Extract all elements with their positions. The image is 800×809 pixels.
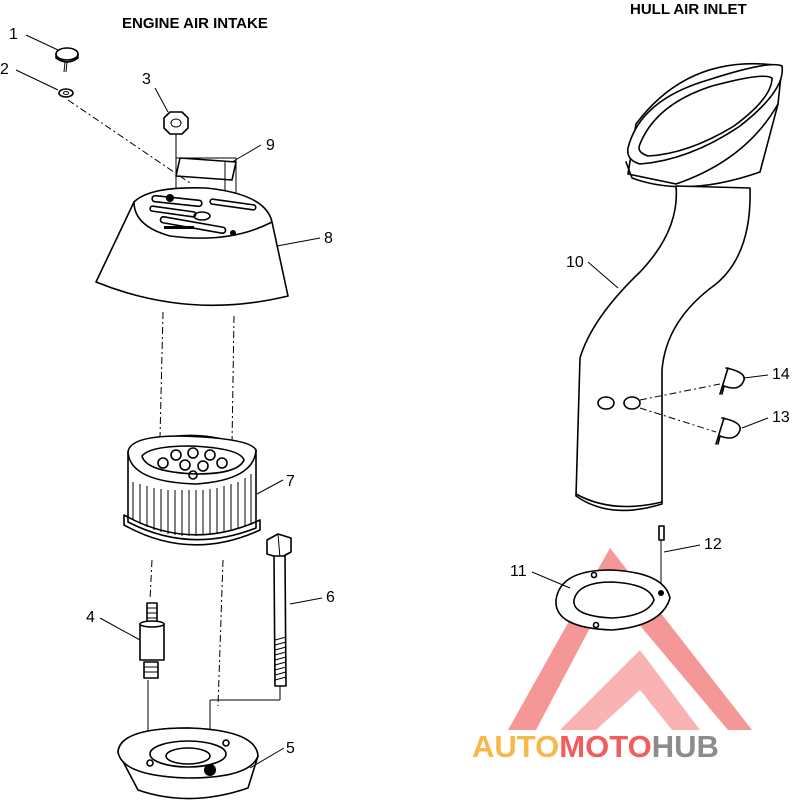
part-13-clip (715, 417, 741, 445)
callout-13: 13 (772, 409, 790, 426)
watermark-text: AUTOMOTOHUB (472, 729, 719, 764)
part-9-label (175, 157, 237, 181)
part-10-duct (575, 62, 784, 512)
callout-14: 14 (772, 366, 790, 383)
leader-13 (741, 417, 769, 429)
watermark-moto: MOTO (559, 729, 651, 764)
callout-4: 4 (86, 609, 95, 626)
part-3-nut (163, 111, 189, 145)
watermark-logo (508, 548, 752, 730)
leader-3 (154, 87, 169, 113)
callout-6: 6 (326, 589, 335, 606)
leader-9 (231, 144, 262, 163)
part-14-clip (719, 367, 745, 395)
leader-11 (531, 571, 571, 589)
callout-5: 5 (286, 740, 295, 757)
callout-7: 7 (286, 473, 295, 490)
callout-1: 1 (9, 26, 18, 43)
watermark-auto: AUTO (472, 729, 559, 764)
leader-14 (743, 374, 769, 379)
leader-12 (663, 544, 701, 553)
leader-5 (249, 747, 285, 769)
callout-12: 12 (704, 536, 722, 553)
callout-11: 11 (510, 563, 527, 580)
part-4-nipple (139, 602, 165, 742)
part-7-air-filter (123, 434, 261, 546)
leader-10 (587, 261, 619, 289)
part-2-washer (58, 88, 74, 98)
part-8-cone-cover (95, 186, 289, 307)
watermark-hub: HUB (652, 729, 719, 764)
leader-2 (15, 69, 59, 91)
watermark-triangle-icon (508, 548, 752, 730)
engine-air-intake-heading: ENGINE AIR INTAKE (122, 15, 268, 32)
watermark-inner-shape-icon (560, 650, 700, 730)
leader-4 (99, 617, 141, 641)
part-11-ring (555, 569, 671, 631)
part-5-base-plate (117, 727, 259, 800)
callout-3: 3 (142, 71, 151, 88)
part-1-cap (55, 47, 79, 73)
part-6-bolt (209, 533, 292, 745)
leader-1 (25, 34, 59, 51)
callout-9: 9 (266, 137, 275, 154)
callout-2: 2 (0, 61, 9, 78)
callout-10: 10 (566, 254, 584, 271)
leader-8 (276, 237, 321, 247)
leader-7 (256, 479, 284, 495)
callout-8: 8 (324, 230, 333, 247)
leader-6 (289, 597, 323, 605)
part-12-screw (658, 525, 665, 588)
hull-air-inlet-heading: HULL AIR INLET (630, 1, 747, 18)
